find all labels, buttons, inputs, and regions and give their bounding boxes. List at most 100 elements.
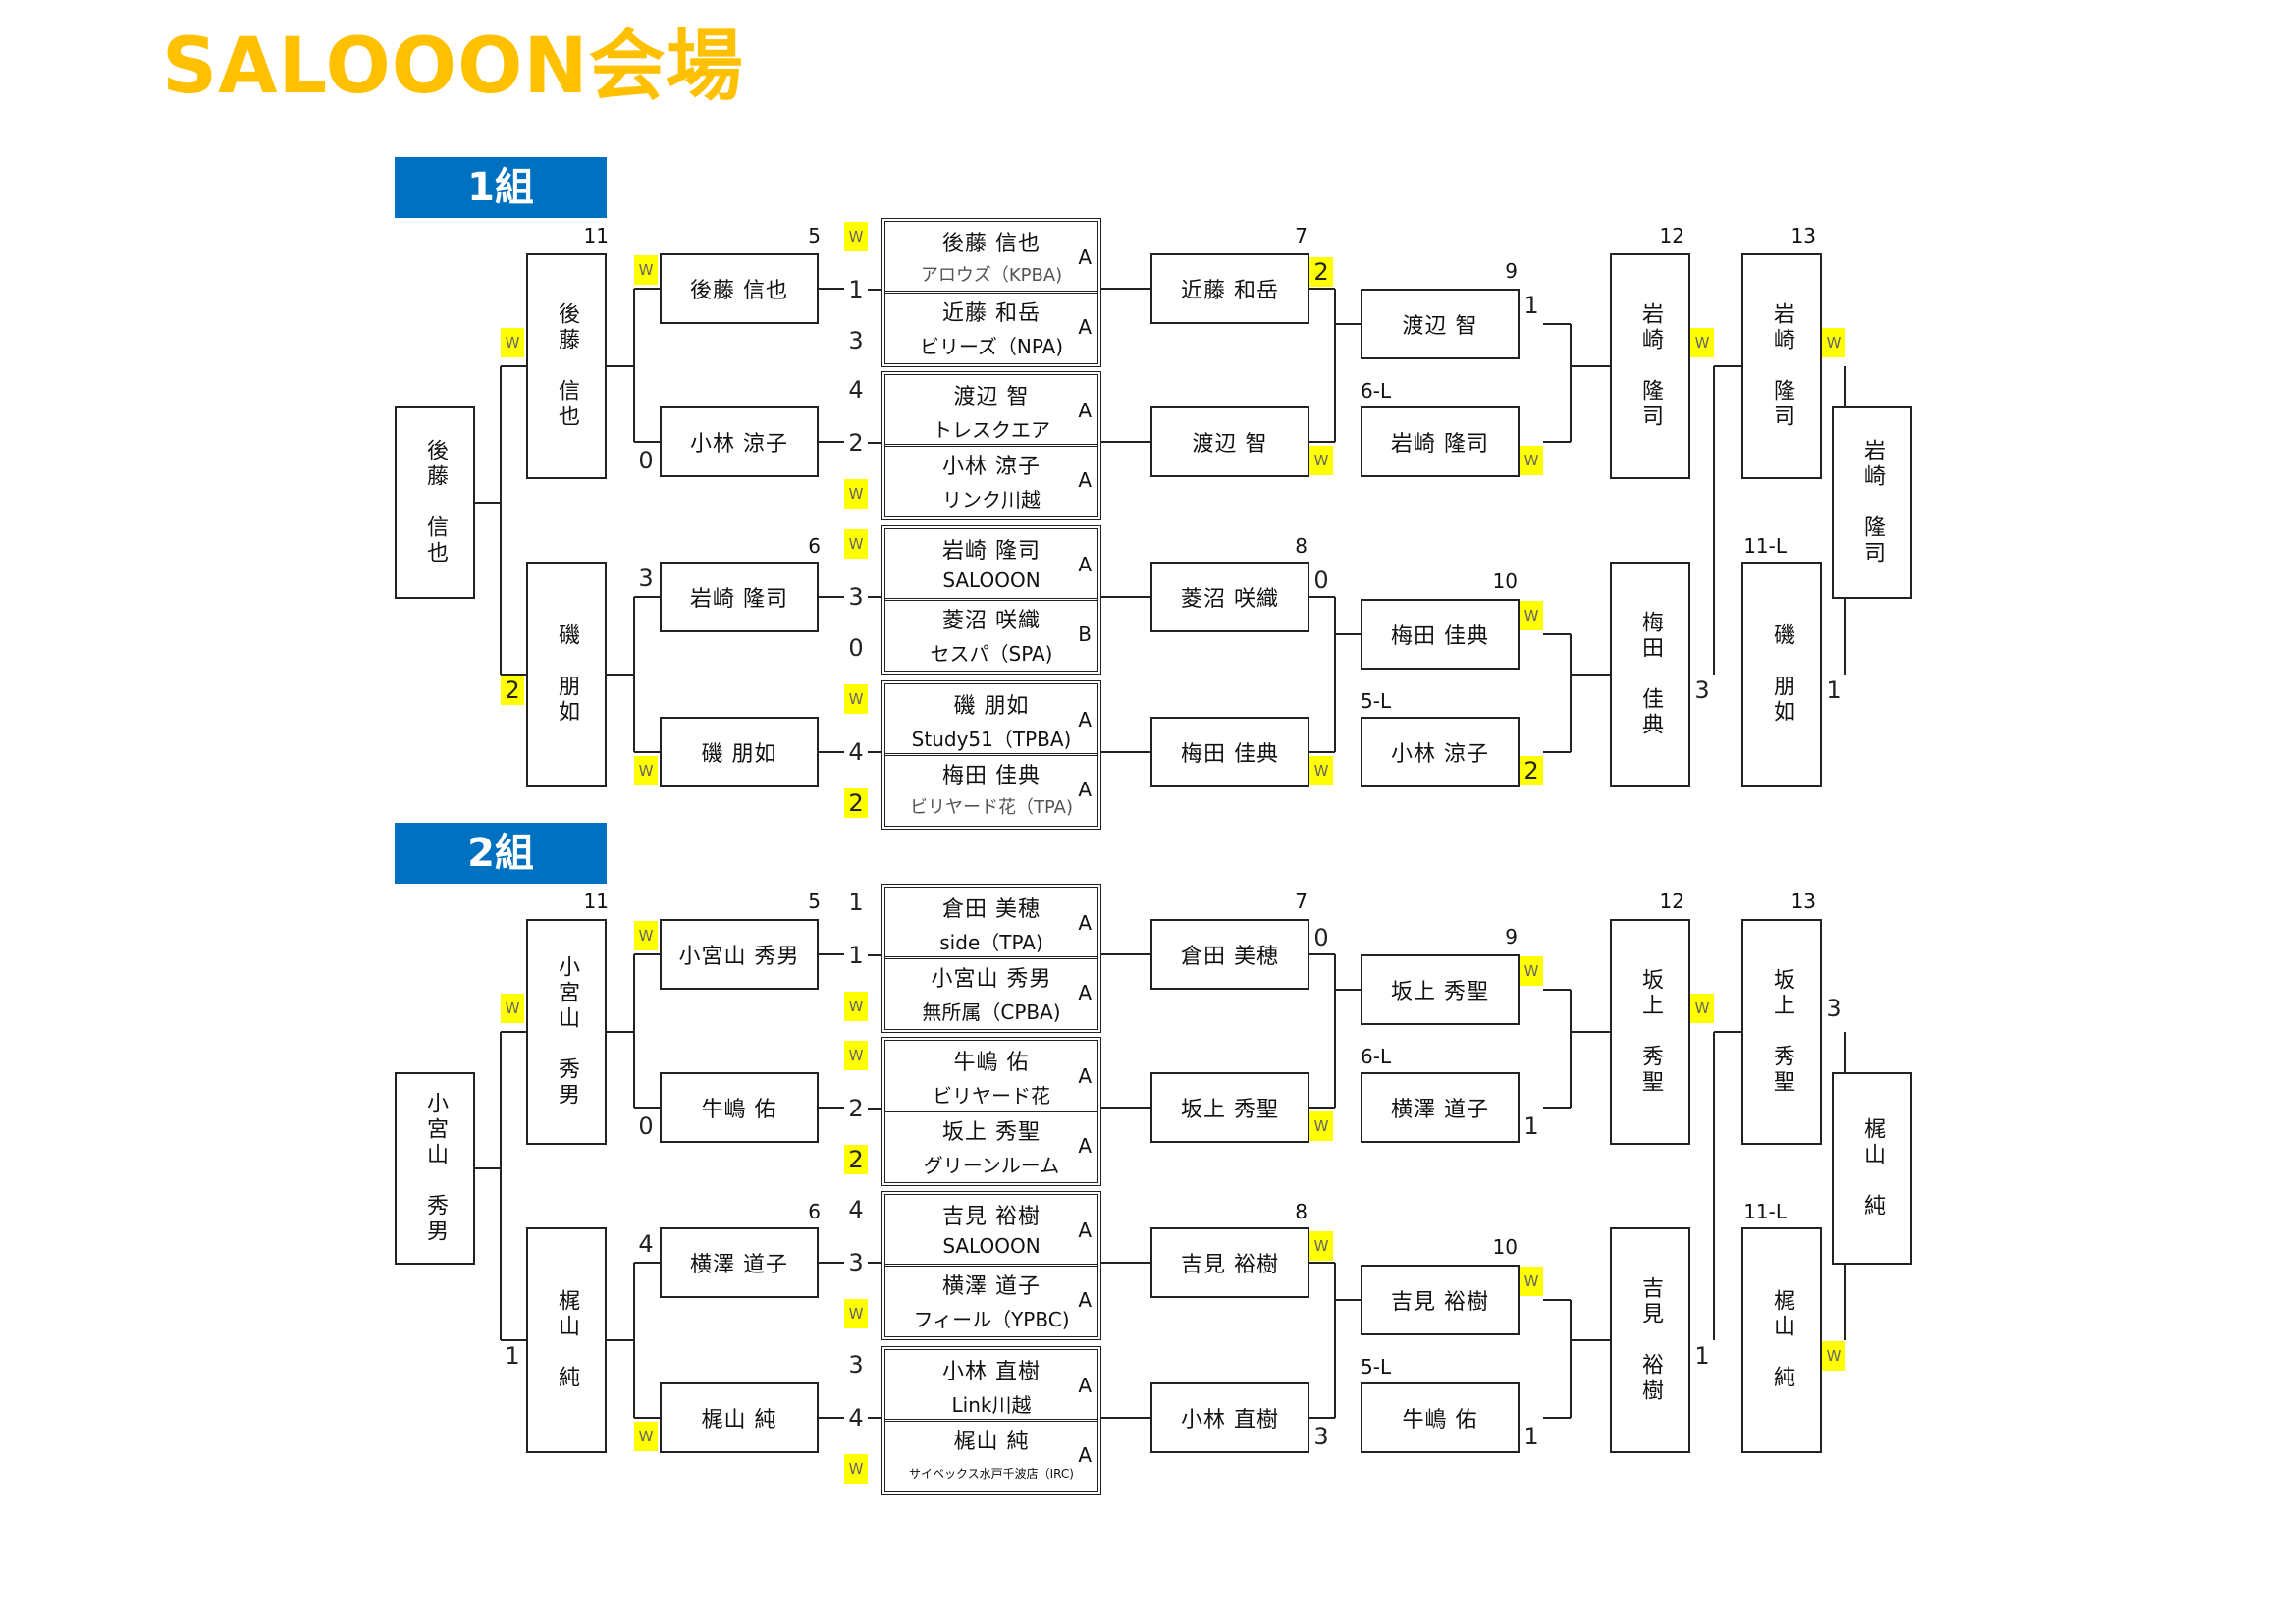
match-number: 7: [1295, 224, 1308, 247]
right-r1-name: 渡辺 智: [1150, 406, 1309, 477]
player-class: A: [1078, 778, 1092, 801]
match-number: 5: [808, 890, 821, 913]
score-cell: 2: [501, 676, 524, 705]
player-club: セスパ（SPA): [930, 642, 1053, 666]
match-number: 10: [1492, 1235, 1518, 1259]
match-number: 11-L: [1743, 1200, 1787, 1223]
score-cell: W: [1309, 1231, 1333, 1261]
player-club: アロウズ（KPBA): [920, 265, 1063, 286]
score-cell: 3: [848, 1351, 864, 1379]
match-number: 8: [1295, 534, 1308, 558]
score-cell: W: [1309, 1111, 1333, 1141]
score-cell: W: [634, 1422, 658, 1451]
right-r2-name: 坂上 秀聖: [1361, 954, 1520, 1025]
match-number: 11-L: [1743, 534, 1787, 558]
player-club: トレスクエア: [933, 418, 1050, 442]
right-r1-name: 小林 直樹: [1150, 1382, 1309, 1453]
match-number: 6: [808, 534, 821, 558]
match-number: 10: [1492, 569, 1518, 593]
player-class: A: [1078, 1288, 1092, 1312]
score-cell: W: [844, 222, 868, 251]
match-number: 6-L: [1361, 379, 1392, 403]
score-cell: 2: [1520, 756, 1543, 785]
match-number: 8: [1295, 1200, 1308, 1223]
score-cell: 0: [848, 634, 864, 662]
match-number: 13: [1790, 890, 1816, 913]
right-r2-name: 横澤 道子: [1361, 1072, 1520, 1143]
right-r3-name: 坂上 秀聖: [1610, 919, 1690, 1145]
right-r2-name: 牛嶋 佑: [1361, 1382, 1520, 1453]
score-cell: 3: [848, 583, 864, 611]
right-r1-name: 近藤 和岳: [1150, 253, 1309, 324]
score-cell: W: [501, 994, 524, 1023]
player-club: Study51（TPBA): [911, 728, 1072, 751]
score-cell: W: [844, 1041, 868, 1070]
score-cell: 4: [848, 376, 864, 404]
left-r2-name: 磯 朋如: [526, 562, 607, 787]
player-club: side（TPA): [939, 931, 1043, 954]
player-name: 磯 朋如: [953, 694, 1030, 719]
match-number: 6-L: [1361, 1045, 1392, 1068]
player-class: A: [1078, 911, 1092, 935]
right-r2-name: 梅田 佳典: [1361, 599, 1520, 670]
left-r2-name: 後藤 信也: [526, 253, 607, 479]
player-club: グリーンルーム: [923, 1154, 1060, 1177]
player-class: B: [1078, 623, 1092, 646]
left-r1-name: 小林 涼子: [660, 406, 819, 477]
match-number: 7: [1295, 890, 1308, 913]
match-number: 5: [808, 224, 821, 247]
score-cell: W: [1822, 1341, 1845, 1371]
score-cell: 1: [1694, 1342, 1710, 1370]
score-cell: 3: [638, 565, 654, 592]
match-divider: [885, 1264, 1097, 1267]
left-r1-name: 牛嶋 佑: [660, 1072, 819, 1143]
player-name: 渡辺 智: [953, 385, 1030, 409]
score-cell: W: [844, 1299, 868, 1328]
score-cell: W: [1690, 328, 1714, 357]
right-r4-name: 磯 朋如: [1741, 562, 1822, 787]
player-name: 牛嶋 佑: [953, 1051, 1030, 1075]
player-class: A: [1078, 1374, 1092, 1397]
left-final-name: 後藤 信也: [395, 406, 475, 599]
match-divider: [885, 753, 1097, 756]
score-cell: W: [1520, 601, 1543, 630]
score-cell: W: [1520, 1267, 1543, 1296]
score-cell: W: [634, 255, 658, 285]
right-r1-name: 吉見 裕樹: [1150, 1227, 1309, 1298]
score-cell: 1: [1826, 677, 1842, 704]
score-cell: W: [634, 756, 658, 785]
player-club: ビリヤード花（TPA): [909, 797, 1074, 818]
player-class: A: [1078, 1443, 1092, 1467]
right-r1-name: 梅田 佳典: [1150, 717, 1309, 787]
score-cell: W: [634, 921, 658, 950]
score-cell: W: [1822, 328, 1845, 357]
player-name: 近藤 和岳: [942, 301, 1041, 326]
match-number: 9: [1505, 925, 1518, 948]
score-cell: 1: [1523, 1423, 1539, 1450]
left-r1-name: 岩崎 隆司: [660, 562, 819, 632]
right-r2-name: 吉見 裕樹: [1361, 1265, 1520, 1335]
left-r1-name: 磯 朋如: [660, 717, 819, 787]
player-class: A: [1078, 1064, 1092, 1088]
player-club: Link川越: [951, 1393, 1032, 1417]
score-cell: 2: [1309, 257, 1333, 287]
player-name: 横澤 道子: [942, 1274, 1041, 1299]
left-r2-name: 梶山 純: [526, 1227, 607, 1453]
player-name: 倉田 美穂: [942, 897, 1041, 922]
right-r4-name: 坂上 秀聖: [1741, 919, 1822, 1145]
score-cell: W: [844, 479, 868, 509]
match-number: 9: [1505, 259, 1518, 283]
score-cell: 1: [848, 889, 864, 916]
right-r1-name: 菱沼 咲織: [1150, 562, 1309, 632]
score-cell: 3: [848, 327, 864, 354]
left-r1-name: 小宮山 秀男: [660, 919, 819, 990]
player-name: 梅田 佳典: [942, 764, 1041, 788]
right-r2-name: 小林 涼子: [1361, 717, 1520, 787]
score-cell: 3: [1826, 995, 1842, 1022]
score-cell: 0: [1313, 924, 1329, 951]
